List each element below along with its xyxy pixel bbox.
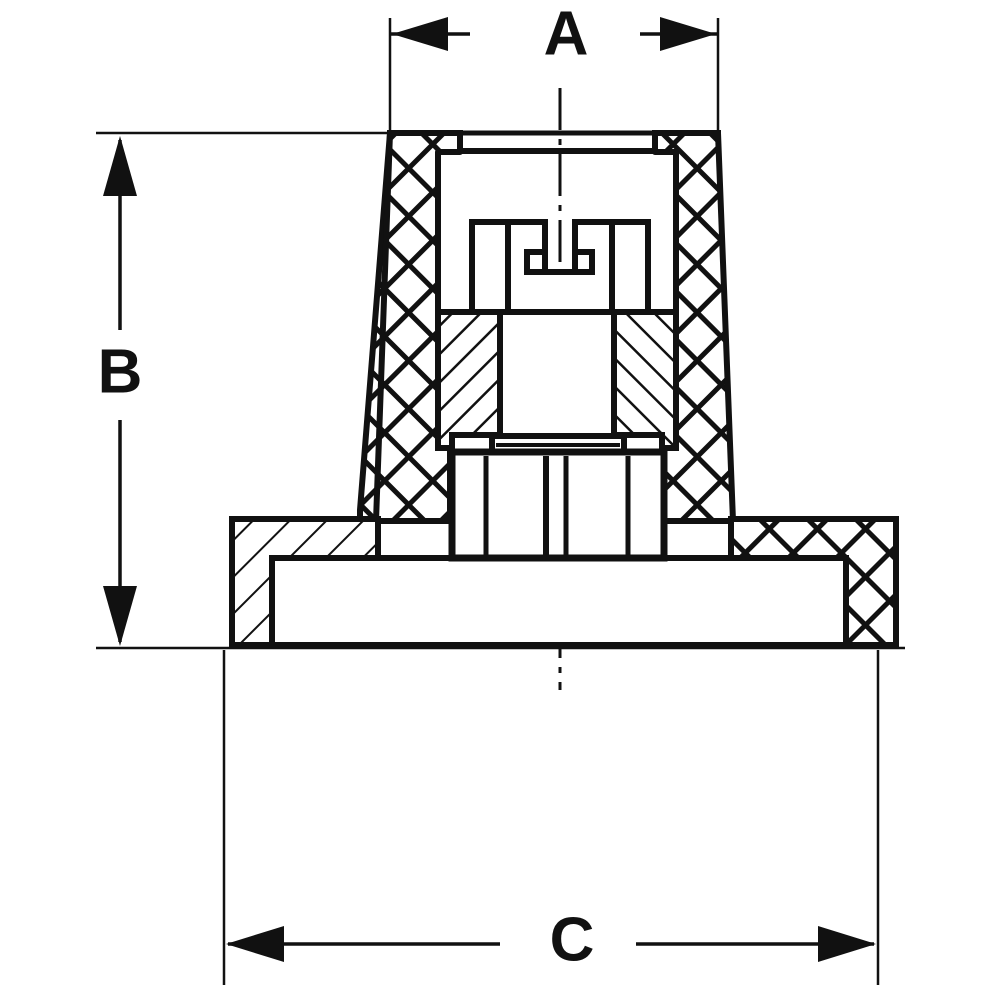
dim-c-arrow-left xyxy=(226,926,284,962)
flange-face xyxy=(269,555,849,648)
dimension-c: C xyxy=(226,905,876,974)
dimension-label-c: C xyxy=(550,905,595,974)
dim-a-arrow-left xyxy=(392,17,448,51)
insert-collar-left xyxy=(435,309,503,451)
threaded-shaft xyxy=(489,309,627,455)
dimension-label-b: B xyxy=(98,337,143,406)
shaft-upper xyxy=(497,309,617,439)
base-flange xyxy=(229,516,899,648)
dimension-a: A xyxy=(390,0,718,68)
dim-b-arrow-bottom xyxy=(103,586,137,646)
dim-c-arrow-right xyxy=(818,926,876,962)
lower-boss xyxy=(448,448,668,562)
dimension-b: B xyxy=(98,136,143,646)
slotted-screw-head xyxy=(469,219,651,315)
dim-b-arrow-top xyxy=(103,136,137,196)
dim-a-arrow-right xyxy=(660,17,716,51)
screw-slot xyxy=(542,252,578,275)
insert-collar-right xyxy=(611,309,679,451)
dimension-label-a: A xyxy=(544,0,589,68)
